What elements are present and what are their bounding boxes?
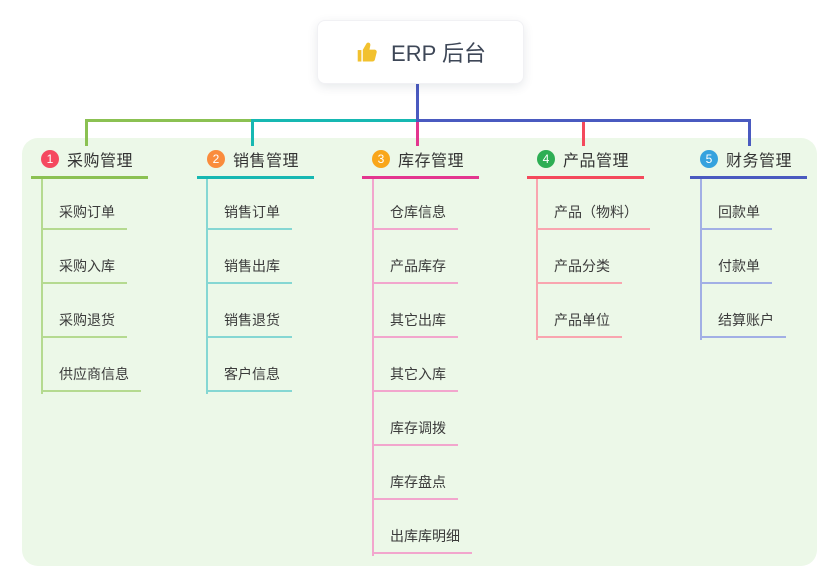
branch-number-badge: 2 [207,150,225,168]
branch-node-5[interactable]: 5 财务管理 [690,146,807,179]
branch-number-badge: 3 [372,150,390,168]
branch-node-1[interactable]: 1 采购管理 [31,146,148,179]
item-node[interactable]: 销售退货 [206,308,292,338]
item-node[interactable]: 仓库信息 [372,200,458,230]
item-node[interactable]: 产品（物料） [536,200,650,230]
item-node[interactable]: 采购退货 [41,308,127,338]
item-node[interactable]: 供应商信息 [41,362,141,392]
item-node[interactable]: 产品库存 [372,254,458,284]
bus-segment-3 [416,119,751,122]
branch-number-badge: 4 [537,150,555,168]
branch-drop-connector-4 [582,119,585,146]
branch-spine-3 [372,179,374,556]
branch-spine-2 [206,179,208,394]
branch-label: 采购管理 [67,153,134,170]
branch-spine-4 [536,179,538,340]
item-node[interactable]: 其它入库 [372,362,458,392]
branch-drop-connector-1 [85,119,88,146]
branch-number-badge: 1 [41,150,59,168]
branch-label: 销售管理 [233,153,300,170]
branch-node-4[interactable]: 4 产品管理 [527,146,644,179]
branch-drop-connector-3 [416,119,419,146]
background-panel [22,138,817,566]
branch-spine-1 [41,179,43,394]
item-node[interactable]: 销售出库 [206,254,292,284]
item-node[interactable]: 产品单位 [536,308,622,338]
branch-drop-connector-5 [748,119,751,146]
item-node[interactable]: 采购入库 [41,254,127,284]
bus-segment-1 [85,119,254,122]
item-node[interactable]: 库存调拨 [372,416,458,446]
item-node[interactable]: 销售订单 [206,200,292,230]
item-node[interactable]: 其它出库 [372,308,458,338]
branch-drop-connector-2 [251,119,254,146]
branch-node-3[interactable]: 3 库存管理 [362,146,479,179]
branch-label: 产品管理 [563,153,630,170]
thumbs-up-icon [355,39,381,65]
bus-segment-2 [251,119,419,122]
item-node[interactable]: 回款单 [700,200,772,230]
item-node[interactable]: 结算账户 [700,308,786,338]
item-node[interactable]: 采购订单 [41,200,127,230]
item-node[interactable]: 付款单 [700,254,772,284]
item-node[interactable]: 客户信息 [206,362,292,392]
branch-spine-5 [700,179,702,340]
item-node[interactable]: 产品分类 [536,254,622,284]
branch-label: 财务管理 [726,153,793,170]
item-node[interactable]: 出库库明细 [372,524,472,554]
root-title: ERP 后台 [391,41,486,66]
root-connector [416,83,419,122]
branch-number-badge: 5 [700,150,718,168]
branch-node-2[interactable]: 2 销售管理 [197,146,314,179]
root-node[interactable]: ERP 后台 [317,20,524,84]
branch-label: 库存管理 [398,153,465,170]
item-node[interactable]: 库存盘点 [372,470,458,500]
